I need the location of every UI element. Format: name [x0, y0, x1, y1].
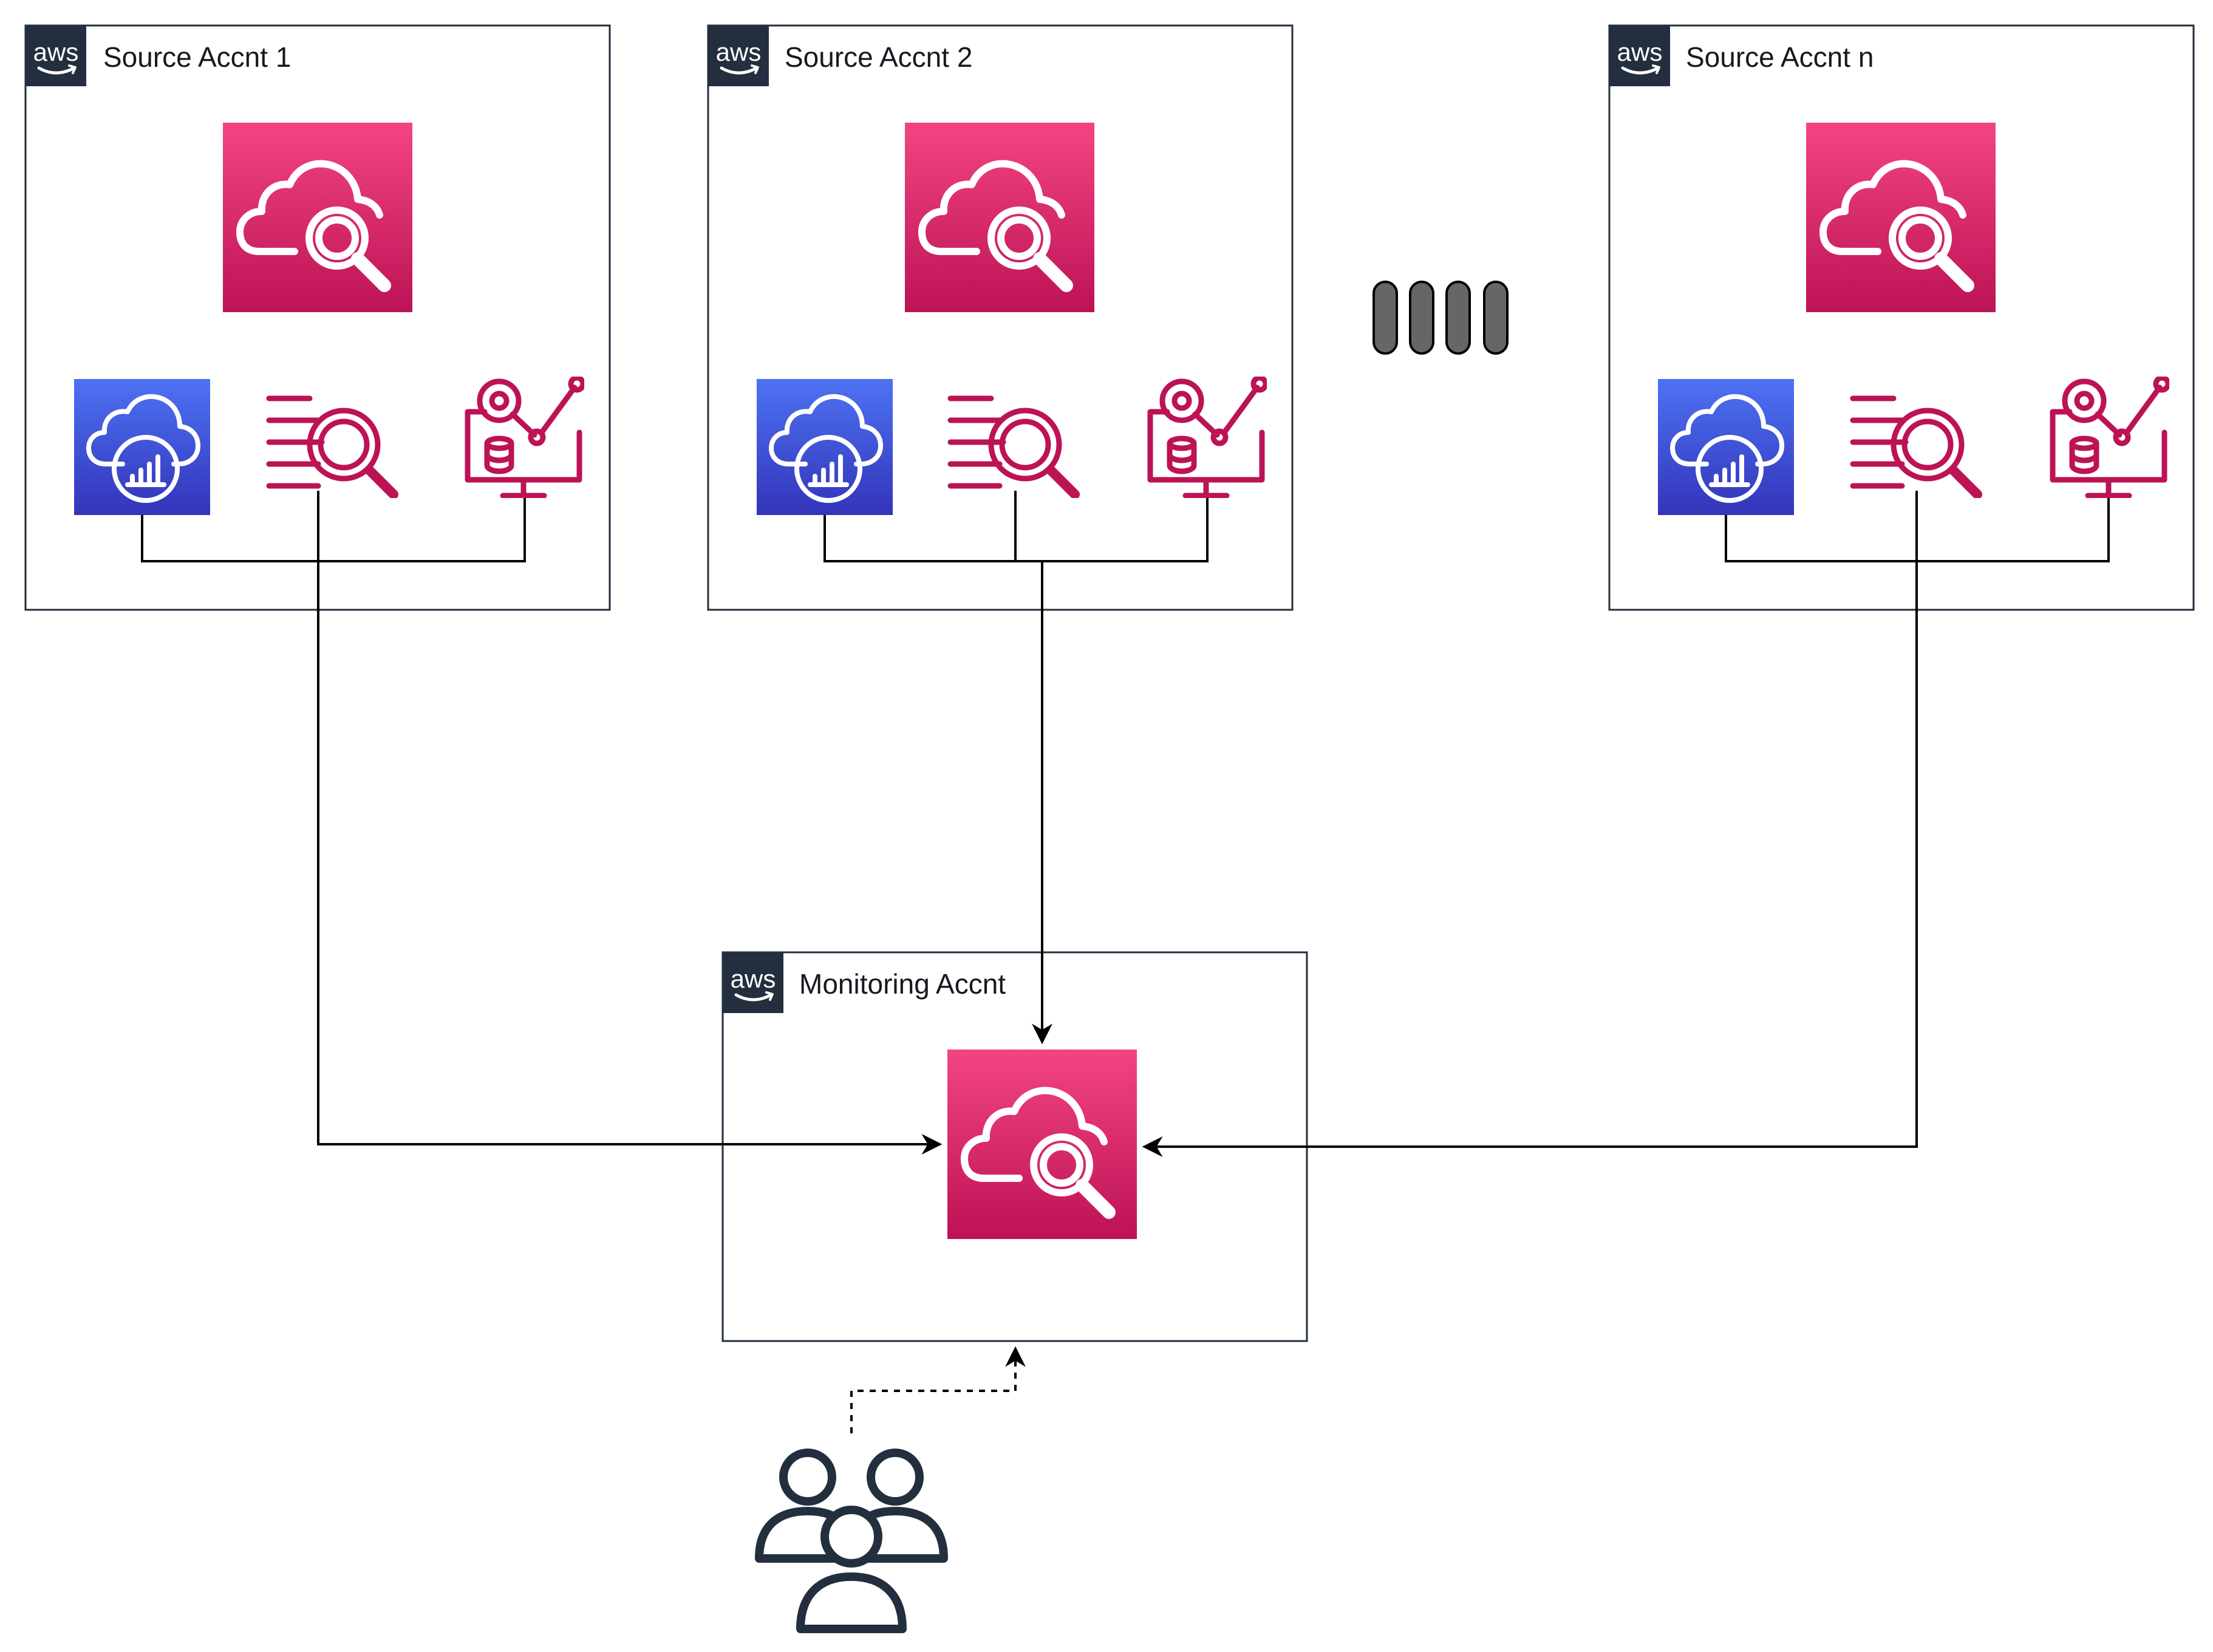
- connector-line: [317, 491, 943, 1155]
- monitoring-traces-icon: [2053, 378, 2168, 496]
- logs-search-icon: [950, 398, 1075, 494]
- ellipsis-icon: [1372, 281, 1509, 355]
- cloudwatch-icon: [947, 1050, 1137, 1239]
- svg-text:aws: aws: [731, 964, 776, 993]
- connector-line: [1142, 491, 1918, 1157]
- svg-text:aws: aws: [1617, 38, 1663, 66]
- logs-search-icon: [269, 398, 394, 494]
- connector-dashed-line: [850, 1346, 1026, 1433]
- cloud-metrics-icon: [757, 379, 893, 515]
- account-monitoring: aws Monitoring Accnt: [721, 951, 1308, 1342]
- account-label: Monitoring Accnt: [799, 968, 1006, 1000]
- account-label: Source Accnt 1: [103, 41, 291, 73]
- account-label: Source Accnt 2: [785, 41, 972, 73]
- svg-text:aws: aws: [33, 38, 79, 66]
- cloudwatch-icon: [1806, 123, 1996, 312]
- monitoring-traces-icon: [1150, 378, 1266, 496]
- aws-badge: aws: [723, 952, 783, 1013]
- cloud-metrics-icon: [74, 379, 210, 515]
- connector-line: [141, 498, 526, 562]
- cloud-metrics-icon: [1658, 379, 1794, 515]
- aws-badge: aws: [708, 26, 769, 86]
- account-source-n: aws Source Accnt n: [1608, 24, 2195, 611]
- connectors: [141, 491, 2110, 1433]
- logs-search-icon: [1853, 398, 1977, 494]
- account-source-2: aws Source Accnt 2: [707, 24, 1294, 611]
- cloudwatch-icon: [223, 123, 412, 312]
- monitoring-traces-icon: [468, 378, 583, 496]
- aws-badge: aws: [1609, 26, 1670, 86]
- svg-text:aws: aws: [716, 38, 762, 66]
- users-icon: [759, 1453, 944, 1629]
- aws-badge: aws: [26, 26, 86, 86]
- account-label: Source Accnt n: [1686, 41, 1874, 73]
- cloudwatch-icon: [905, 123, 1094, 312]
